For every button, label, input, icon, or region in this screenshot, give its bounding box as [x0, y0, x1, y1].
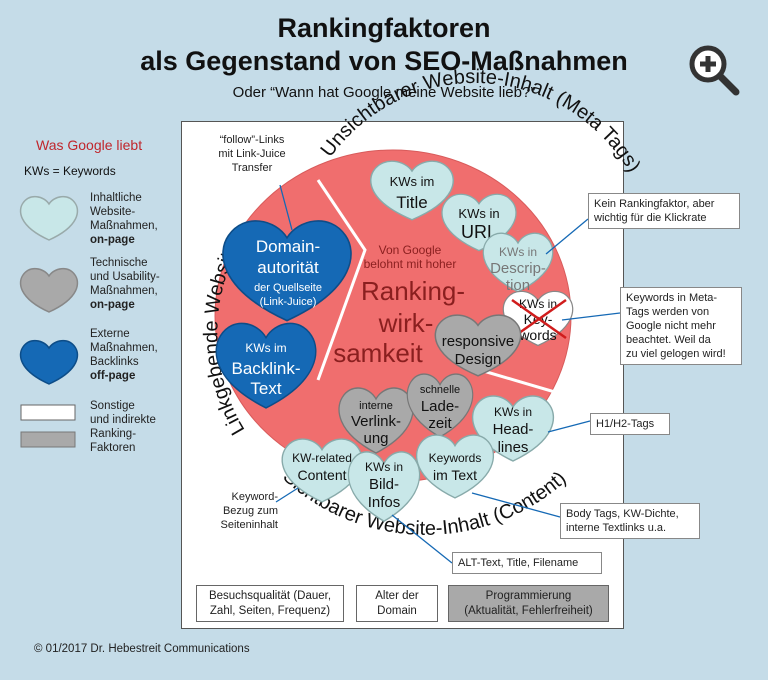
- heart-verlinkung-l3: ung: [363, 430, 388, 447]
- heart-bildinfos-l2: Bild-: [369, 476, 399, 493]
- title-line-1: Rankingfaktoren: [277, 13, 491, 43]
- heart-verlinkung-l1: interne: [359, 400, 393, 412]
- heart-keywords-l3: words: [518, 327, 556, 343]
- heart-ladezeit-l3: zeit: [428, 415, 452, 432]
- legend-title: Was Google liebt: [36, 137, 143, 153]
- zoom-icon[interactable]: [686, 42, 742, 98]
- heart-content-l2: Content: [297, 467, 346, 483]
- legend-kw-note: KWs = Keywords: [24, 164, 116, 178]
- heart-backlink-l2: Backlink-: [232, 359, 301, 378]
- heart-responsive-l2: Design: [455, 351, 502, 368]
- svg-text:belohnt mit hoher: belohnt mit hoher: [364, 257, 457, 271]
- callout-lines: [275, 184, 621, 564]
- svg-text:samkeit: samkeit: [333, 338, 423, 368]
- title-line-2: als Gegenstand von SEO-Maßnahmen: [140, 46, 628, 76]
- callout-body-tags: Body Tags, KW-Dichte,interne Textlinks u…: [560, 503, 700, 539]
- legend-rect-gray: [20, 431, 76, 448]
- heart-ladezeit-l1: schnelle: [420, 384, 460, 396]
- heart-headlines-l2: Head-: [493, 421, 534, 438]
- heart-domain-l1: Domain-: [256, 237, 320, 256]
- box-programmierung: Programmierung(Aktualität, Fehlerfreihei…: [448, 585, 609, 622]
- center-text: Von Google belohnt mit hoher Ranking- wi…: [333, 243, 465, 368]
- heart-backlink-l3: Text: [250, 379, 281, 398]
- legend-swatches: [19, 196, 79, 448]
- heart-verlinkung-l2: Verlink-: [351, 413, 401, 430]
- heart-domain-l3: der Quellseite: [254, 282, 322, 294]
- heart-keywords-l1: KWs in: [519, 297, 557, 311]
- heart-imtext-l2: im Text: [433, 467, 477, 483]
- legend-rect-white: [20, 404, 76, 421]
- heart-title-l1: KWs im: [390, 174, 435, 189]
- heart-domain-l2: autorität: [257, 258, 319, 277]
- heart-title-l2: Title: [396, 193, 428, 212]
- divider-line-right: [479, 368, 566, 397]
- heart-bildinfos-l3: Infos: [368, 494, 401, 511]
- heart-imtext-l1: Keywords: [429, 451, 482, 465]
- legend-heart-tech-icon: [19, 268, 79, 313]
- title-block: Rankingfaktoren als Gegenstand von SEO-M…: [0, 12, 768, 101]
- heart-headlines-l1: KWs in: [494, 405, 532, 419]
- heart-content-l1: KW-related: [292, 451, 352, 465]
- heart-responsive-l1: responsive: [442, 333, 515, 350]
- heart-desc-l3: tion: [506, 277, 530, 294]
- copyright: © 01/2017 Dr. Hebestreit Communications: [34, 643, 250, 655]
- heart-desc-l2: Descrip-: [490, 260, 546, 277]
- callout-h-tags: H1/H2-Tags: [590, 413, 670, 435]
- heart-url-l2: URL: [461, 222, 497, 242]
- heart-url-l1: KWs in: [458, 206, 499, 221]
- callout-alt-text: ALT-Text, Title, Filename: [452, 552, 602, 574]
- legend-heart-content-icon: [19, 196, 79, 241]
- heart-headlines-l3: lines: [498, 439, 529, 456]
- box-besuchsqualitaet: Besuchsqualität (Dauer,Zahl, Seiten, Fre…: [196, 585, 344, 622]
- heart-domain-l4: (Link-Juice): [260, 296, 317, 308]
- svg-text:wirk-: wirk-: [378, 308, 434, 338]
- heart-ladezeit-l2: Lade-: [421, 398, 459, 415]
- subtitle: Oder “Wann hat Google meine Website lieb…: [232, 84, 536, 101]
- divider-line-top: [316, 179, 367, 381]
- svg-text:Ranking-: Ranking-: [361, 276, 465, 306]
- svg-text:Von Google: Von Google: [379, 243, 442, 257]
- heart-desc-l1: KWs in: [499, 245, 537, 259]
- heart-backlink-l1: KWs im: [245, 341, 286, 355]
- heart-bildinfos-l1: KWs in: [365, 460, 403, 474]
- legend-heart-external-icon: [19, 340, 79, 385]
